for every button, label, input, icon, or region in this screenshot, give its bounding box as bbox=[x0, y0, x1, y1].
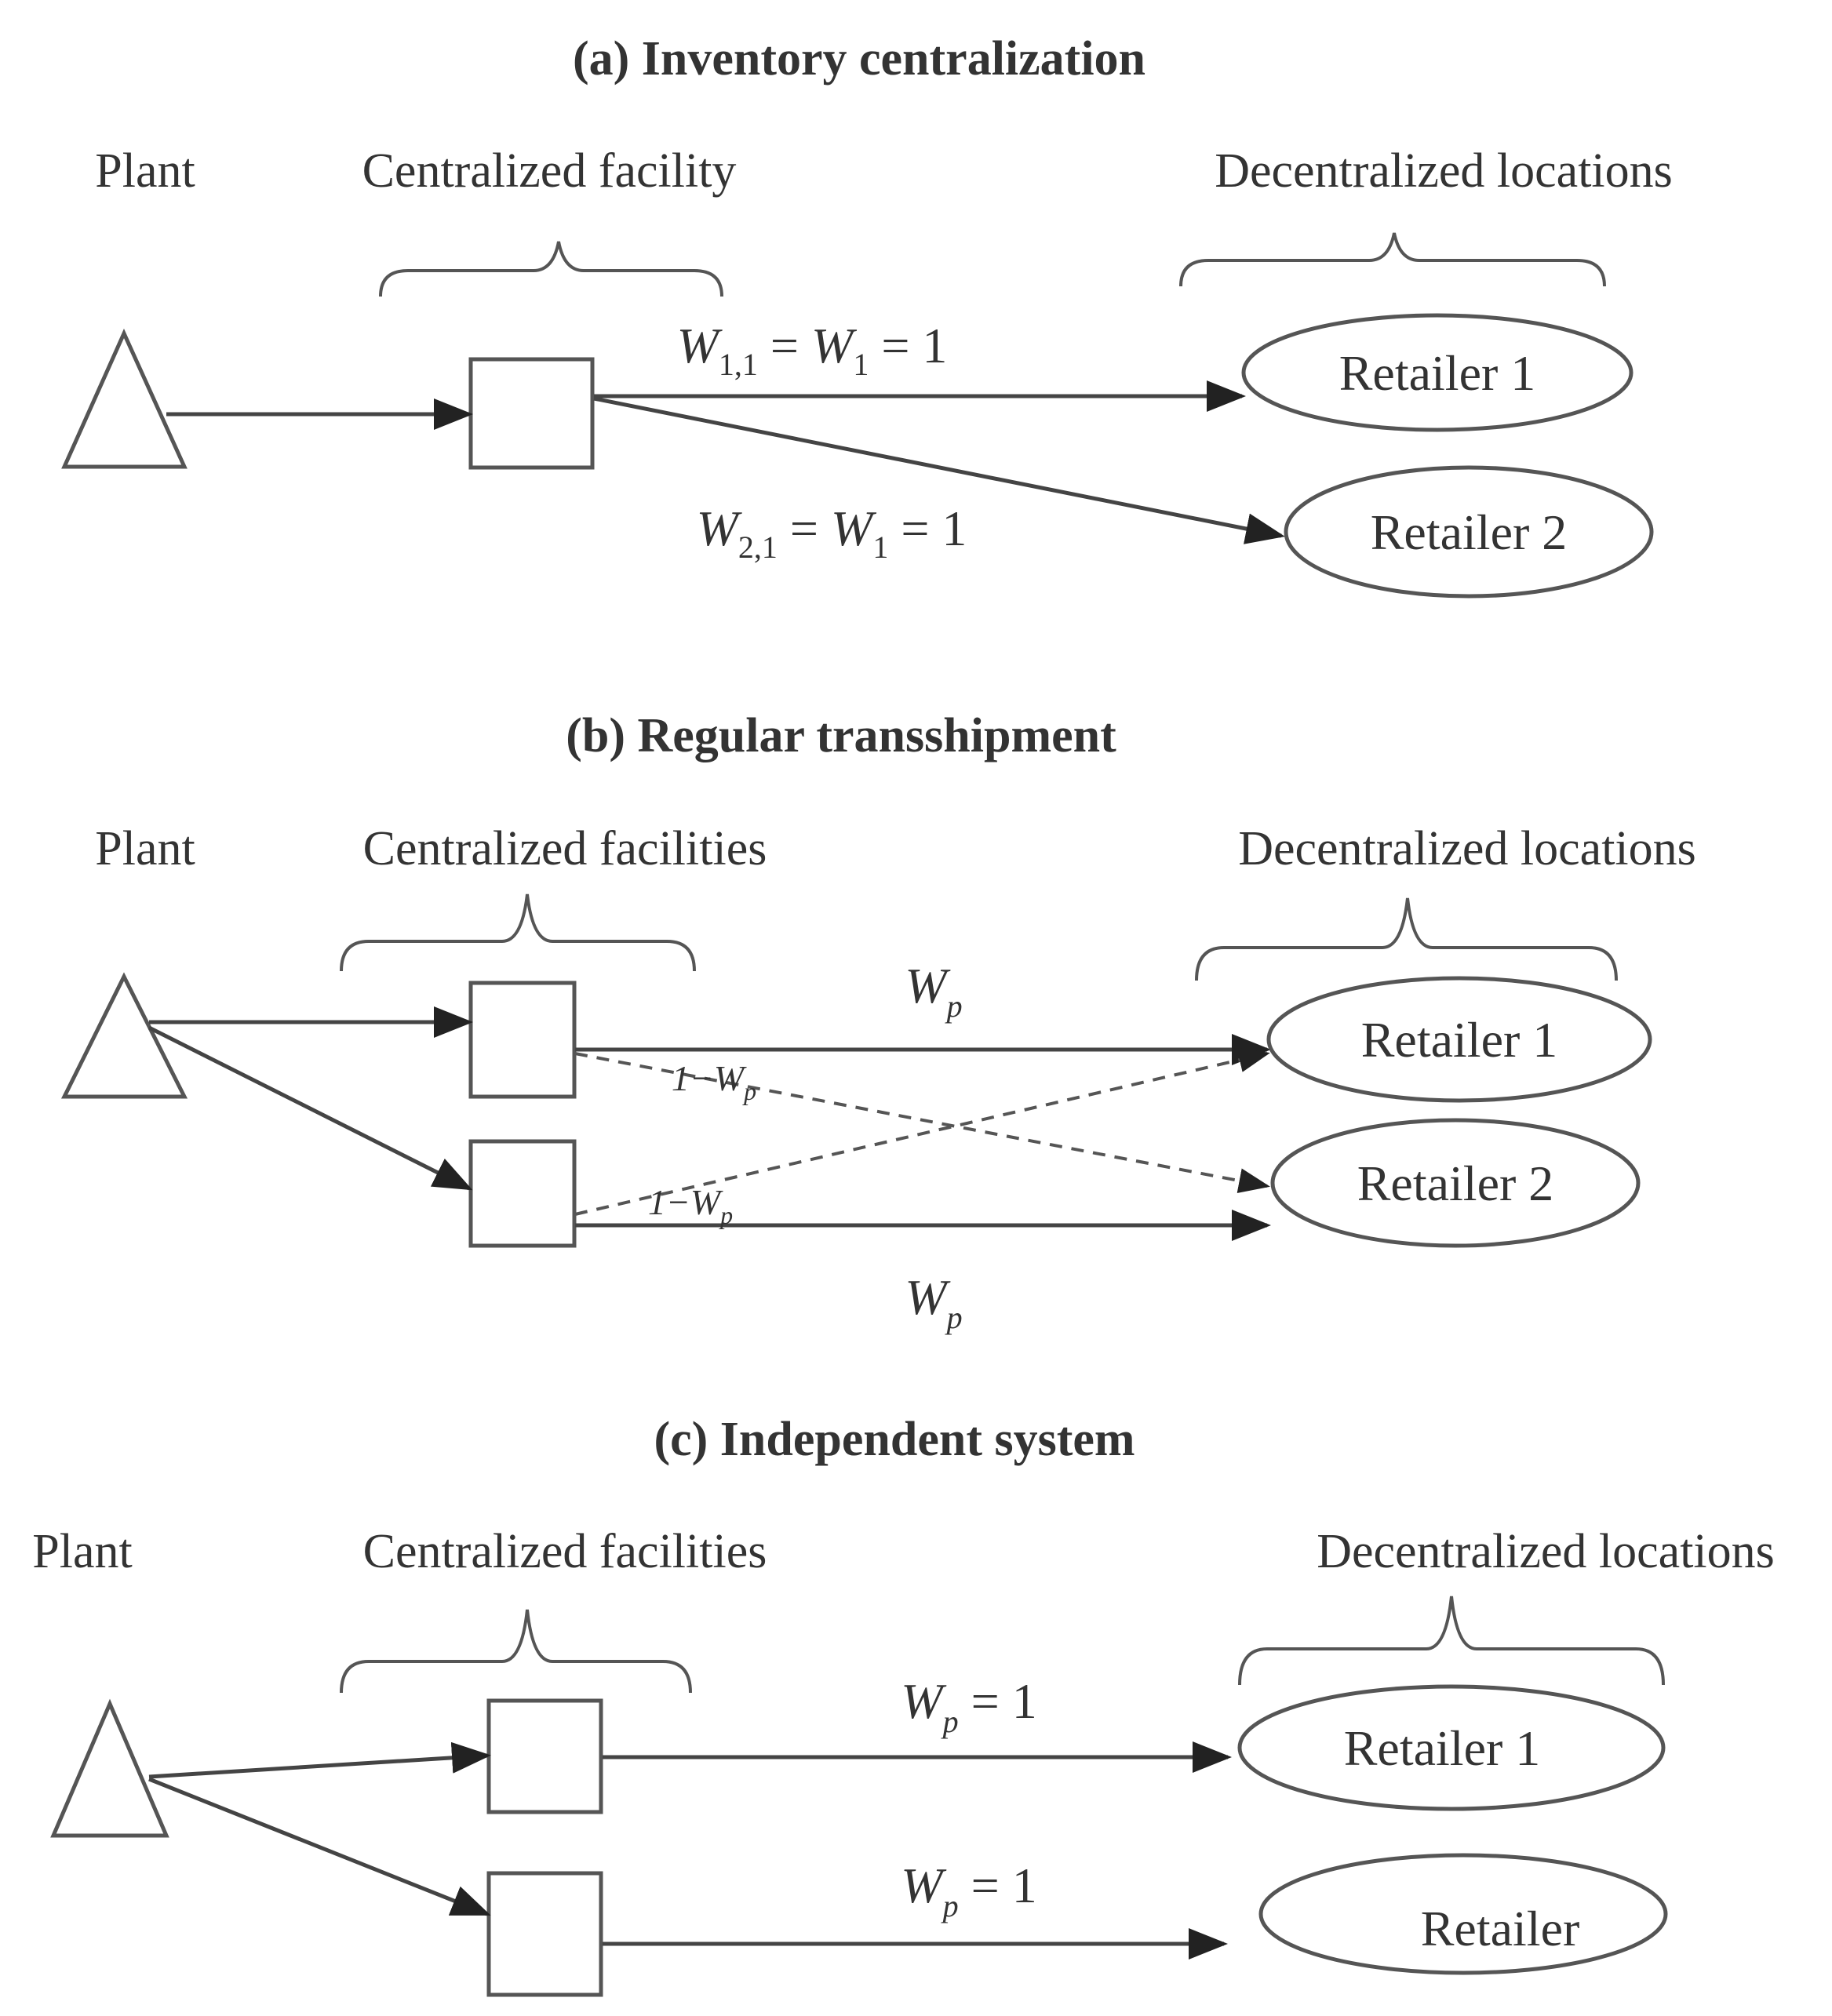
panel-a-retailer-1-label: Retailer 1 bbox=[1339, 345, 1536, 401]
panel-b-plant-label: Plant bbox=[95, 822, 195, 875]
panel-b-facility-brace bbox=[340, 893, 696, 972]
panel-b-retailer-1-node bbox=[1266, 976, 1652, 1103]
panel-a-plant-triangle bbox=[61, 328, 188, 469]
panel-b-retailer-2-node bbox=[1270, 1118, 1641, 1248]
panel-c: (c) Independent system Plant Centralized… bbox=[32, 1413, 1775, 1997]
panel-a-locations-brace bbox=[1179, 232, 1606, 287]
panel-b-facility-2-box bbox=[468, 1139, 577, 1248]
panel-c-facility-label: Centralized facilities bbox=[363, 1525, 767, 1578]
panel-a-retailer-2-label: Retailer 2 bbox=[1371, 504, 1568, 560]
panel-a-facility-to-retailer-2-arrow bbox=[593, 396, 1285, 544]
panel-c-locations-brace bbox=[1238, 1596, 1665, 1686]
panel-c-heading: (c) Independent system bbox=[654, 1413, 1135, 1466]
panel-c-plant-label: Plant bbox=[32, 1525, 132, 1578]
panel-c-facility-1-box bbox=[486, 1698, 603, 1814]
panel-b-flow-2-weight: 1−Wp bbox=[672, 1058, 756, 1105]
panel-c-plant-to-facility-2-arrow bbox=[148, 1777, 491, 1916]
panel-a-flow-1-weight: W1,1 = W1 = 1 bbox=[677, 318, 948, 382]
panel-b-heading: (b) Regular transshipment bbox=[566, 709, 1116, 762]
panel-b-plant-triangle bbox=[60, 972, 188, 1099]
panel-c-retailer-1-node bbox=[1237, 1684, 1666, 1811]
panel-a-retailer-2-node bbox=[1284, 465, 1654, 599]
panel-c-retailer-1-label: Retailer 1 bbox=[1344, 1720, 1541, 1776]
panel-c-retailer-2-node bbox=[1258, 1853, 1668, 1975]
panel-b-retailer-1-label: Retailer 1 bbox=[1361, 1012, 1558, 1068]
panel-c-flow-2-weight: Wp = 1 bbox=[901, 1858, 1036, 1923]
panel-b-facility-2-to-retailer-1-arrow bbox=[574, 1047, 1270, 1216]
panel-a-flow-2-weight: W2,1 = W1 = 1 bbox=[697, 500, 967, 565]
panel-b-locations-label: Decentralized locations bbox=[1238, 822, 1696, 875]
panel-b-flow-4-weight: Wp bbox=[905, 1269, 962, 1335]
panel-b-flow-3-weight: 1−Wp bbox=[648, 1182, 733, 1229]
panel-c-flow-1-weight: Wp = 1 bbox=[901, 1673, 1036, 1739]
panel-b-facility-label: Centralized facilities bbox=[363, 822, 767, 875]
panel-a-facility-box bbox=[468, 357, 595, 470]
panel-b: (b) Regular transshipment Plant Centrali… bbox=[60, 709, 1696, 1335]
panel-b-locations-brace bbox=[1195, 897, 1618, 981]
panel-b-plant-to-facility-2-arrow bbox=[148, 1025, 473, 1191]
panel-a-facility-brace bbox=[379, 241, 723, 297]
panel-c-plant-triangle bbox=[50, 1698, 169, 1838]
panel-c-plant-to-facility-1-arrow bbox=[148, 1741, 491, 1779]
panel-b-flow-1-weight: Wp bbox=[905, 958, 962, 1024]
panel-a: (a) Inventory centralization Plant Centr… bbox=[61, 32, 1673, 599]
panel-c-facility-brace bbox=[340, 1609, 692, 1694]
panel-a-plant-label: Plant bbox=[95, 144, 195, 198]
panel-c-locations-label: Decentralized locations bbox=[1317, 1525, 1775, 1578]
panel-b-facility-1-to-retailer-2-arrow bbox=[574, 1052, 1270, 1193]
panel-c-retailer-2-label: Retailer bbox=[1421, 1901, 1580, 1956]
panel-b-retailer-2-label: Retailer 2 bbox=[1357, 1155, 1554, 1211]
panel-a-facility-label: Centralized facility bbox=[362, 144, 737, 198]
panel-c-facility-2-box bbox=[486, 1871, 603, 1997]
panel-a-locations-label: Decentralized locations bbox=[1215, 144, 1673, 198]
panel-b-facility-1-box bbox=[468, 981, 577, 1099]
panel-a-retailer-1-node bbox=[1241, 313, 1634, 432]
panel-a-heading: (a) Inventory centralization bbox=[573, 32, 1145, 86]
